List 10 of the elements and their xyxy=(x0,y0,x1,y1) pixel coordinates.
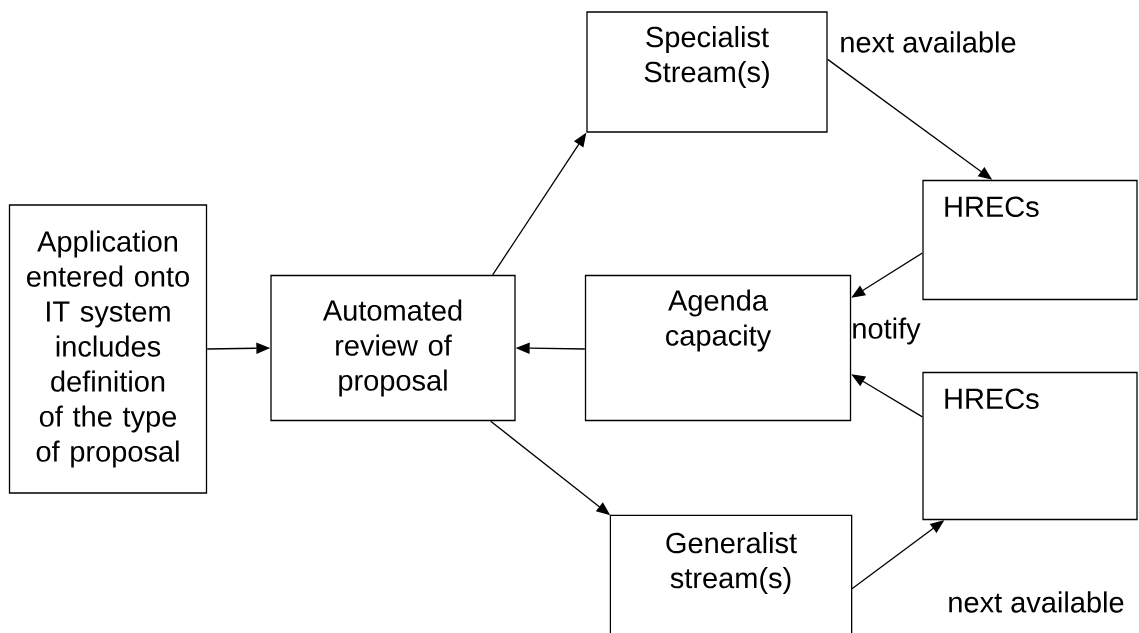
note-label: notify xyxy=(853,317,921,345)
process-box: Generalist stream(s) xyxy=(609,514,853,633)
process-box: Automated review of proposal xyxy=(270,274,516,422)
process-box: Agenda capacity xyxy=(584,274,852,422)
process-box: Specialist Stream(s) xyxy=(586,11,828,133)
process-box: Application entered onto IT system includes definition of the type of proposal xyxy=(8,204,208,494)
edge-label: next available xyxy=(837,29,1019,55)
process-box: HRECs xyxy=(922,179,1138,301)
process-box: HRECs xyxy=(922,371,1138,521)
edge-label: next available xyxy=(945,589,1127,615)
